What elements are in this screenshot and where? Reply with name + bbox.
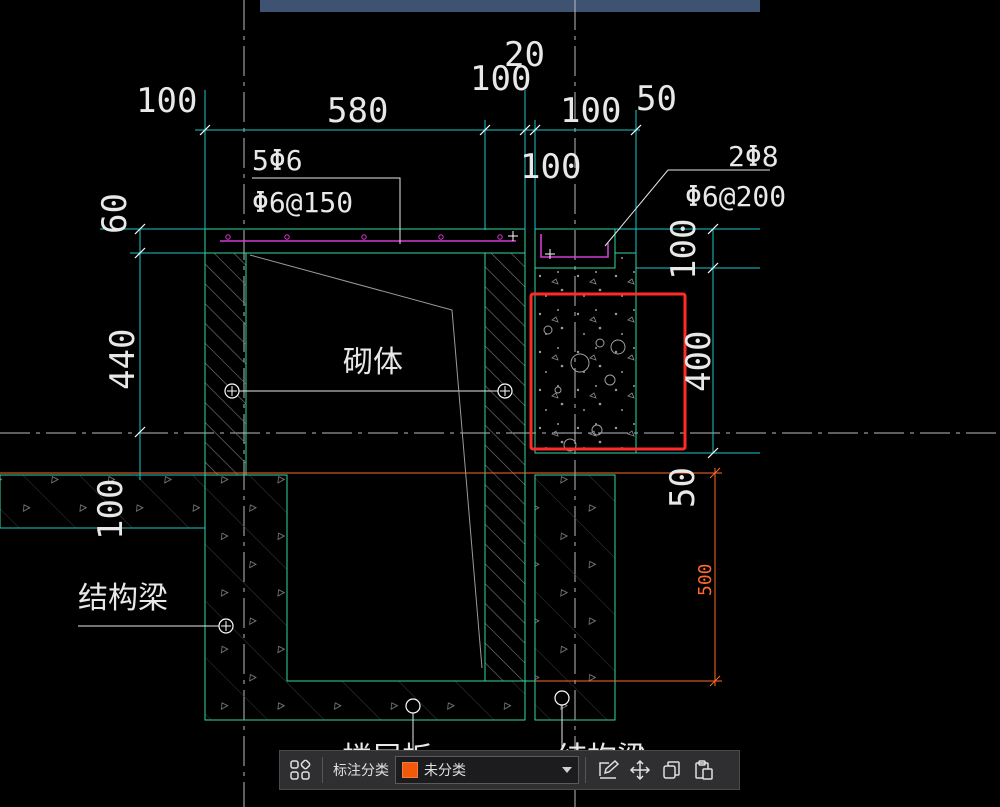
top-band	[204, 228, 526, 254]
dim-50-right: 50	[663, 467, 703, 508]
top-title-bar	[260, 0, 760, 12]
lower-beam-u	[204, 474, 526, 721]
rebar-top-stirrup: Φ6@150	[252, 186, 353, 219]
rebar-top-main: 5Φ6	[252, 144, 303, 177]
highlight-box[interactable]	[529, 292, 687, 451]
masonry-wall-left	[204, 252, 247, 476]
copy-icon[interactable]	[656, 754, 688, 786]
grid-icon[interactable]	[284, 754, 316, 786]
category-value: 未分类	[424, 762, 466, 778]
rebar-side-main: 2Φ8	[728, 140, 779, 173]
annotation-toolbar: 标注分类 未分类	[279, 750, 740, 790]
rebar-side-stirrup: Φ6@200	[685, 180, 786, 213]
toolbar-separator	[585, 757, 586, 783]
lower-beam-right	[534, 474, 616, 721]
side-rebar-box	[534, 228, 616, 269]
dim-100-right: 100	[560, 91, 621, 131]
leader-dots	[218, 383, 570, 714]
category-color-swatch	[402, 762, 418, 778]
dim-500: 500	[695, 563, 716, 596]
label-masonry: 砌体	[343, 345, 403, 380]
side-rebar-stirrup	[540, 234, 609, 258]
concrete-aggregates	[543, 325, 626, 452]
toolbar-separator	[322, 757, 323, 783]
top-rebar	[220, 231, 518, 242]
dim-580: 580	[327, 91, 388, 131]
label-beam-left: 结构梁	[78, 581, 168, 616]
dim-440: 440	[103, 329, 143, 390]
chevron-down-icon	[562, 767, 572, 773]
masonry-wall-right	[484, 252, 526, 682]
dim-100-mid: 100	[470, 59, 531, 99]
dim-100-lower: 100	[91, 479, 131, 540]
category-select[interactable]: 未分类	[395, 756, 579, 784]
category-label: 标注分类	[333, 762, 389, 778]
leader-lines	[78, 169, 770, 760]
dimension-lines	[0, 90, 760, 529]
dim-100-right-v: 100	[664, 219, 704, 280]
dim-50-top: 50	[636, 79, 677, 119]
dim-20: 20	[504, 35, 545, 75]
dim-60: 60	[95, 193, 135, 234]
floor-slab-left	[0, 474, 206, 529]
dimension-ticks	[134, 124, 719, 459]
red-dimension	[0, 467, 722, 687]
dim-100-inner: 100	[520, 147, 581, 187]
edit-icon[interactable]	[592, 754, 624, 786]
dim-400: 400	[679, 331, 719, 392]
dim-100-left: 100	[136, 81, 197, 121]
paste-icon[interactable]	[688, 754, 720, 786]
move-icon[interactable]	[624, 754, 656, 786]
